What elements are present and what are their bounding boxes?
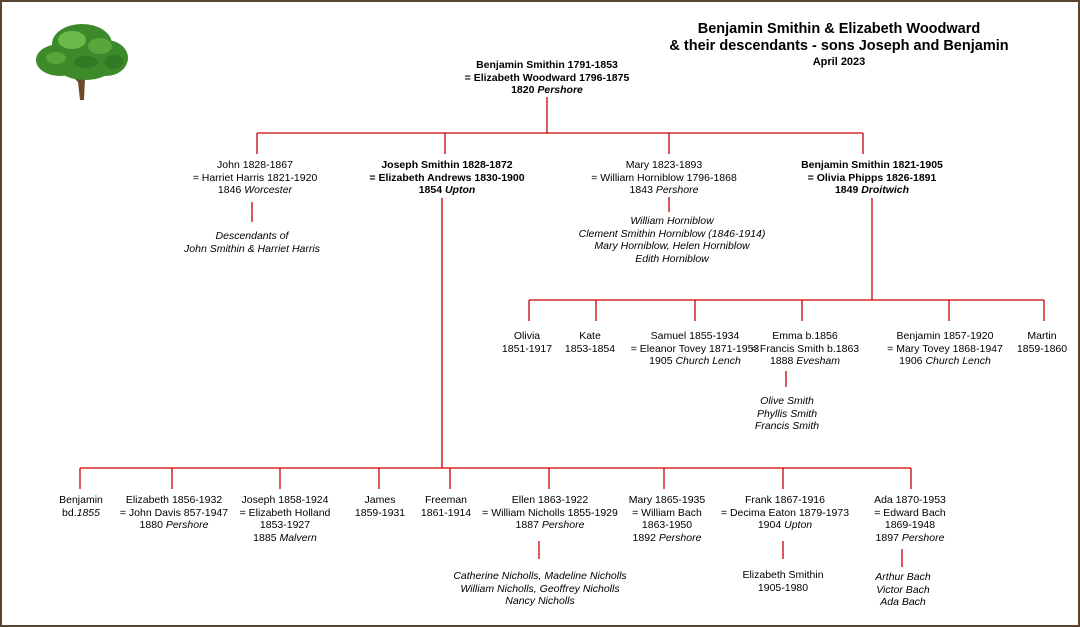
benjamin-spouse: = Olivia Phipps 1826-1891: [807, 171, 937, 184]
john-marriage: 1846 Worcester: [217, 184, 293, 196]
john-names: John 1828-1867: [217, 159, 293, 171]
jc-ada: Ada 1870-1953 = Edward Bach 1869-1948 18…: [874, 494, 946, 544]
jc-james: James 1859-1931: [354, 494, 406, 519]
title-line-1: Benjamin Smithin & Elizabeth Woodward: [697, 21, 981, 37]
benjamin-marriage: 1849 Droitwich: [834, 184, 910, 196]
bc-benjamin: Benjamin 1857-1920 = Mary Tovey 1868-194…: [887, 330, 1003, 367]
ada-children-list: Arthur Bach Victor Bach Ada Bach: [875, 571, 931, 608]
jc-mary: Mary 1865-1935 = William Bach 1863-1950 …: [628, 494, 706, 544]
bc-olivia: Olivia 1851-1917: [501, 330, 553, 355]
mary-node: Mary 1823-1893 = William Horniblow 1796-…: [591, 159, 737, 197]
bc-emma: Emma b.1856 = Francis Smith b.1863 1888 …: [750, 330, 860, 367]
bc-kate: Kate 1853-1854: [564, 330, 616, 355]
john-node: John 1828-1867 = Harriet Harris 1821-192…: [193, 159, 318, 197]
mary-children-list: William Horniblow Clement Smithin Hornib…: [578, 215, 766, 265]
john-spouse: = Harriet Harris 1821-1920: [192, 171, 318, 184]
benjamin-node: Benjamin Smithin 1821-1905 = Olivia Phip…: [801, 159, 943, 197]
chart-title: Benjamin Smithin & Elizabeth Woodward & …: [669, 21, 1008, 69]
bc-martin: Martin 1859-1860: [1016, 330, 1068, 355]
tree-icon: [36, 24, 128, 100]
root-spouse: = Elizabeth Woodward 1796-1875: [464, 71, 630, 84]
title-date: April 2023: [812, 56, 866, 68]
root-marriage: 1820 Pershore: [511, 84, 583, 96]
root-names: Benjamin Smithin 1791-1853: [476, 59, 618, 71]
joseph-names: Joseph Smithin 1828-1872: [381, 159, 513, 171]
jc-benjamin: Benjamin bd.1855: [59, 494, 103, 519]
benjamin-names: Benjamin Smithin 1821-1905: [801, 159, 943, 171]
joseph-marriage: 1854 Upton: [418, 184, 476, 196]
jc-elizabeth: Elizabeth 1856-1932 = John Davis 857-194…: [119, 494, 229, 531]
joseph-node: Joseph Smithin 1828-1872 = Elizabeth And…: [369, 159, 524, 197]
ellen-children-list: Catherine Nicholls, Madeline Nicholls Wi…: [453, 570, 627, 607]
mary-spouse: = William Horniblow 1796-1868: [591, 171, 737, 184]
bc-samuel: Samuel 1855-1934 = Eleanor Tovey 1871-19…: [630, 330, 760, 367]
title-line-2: & their descendants - sons Joseph and Be…: [669, 38, 1009, 54]
frank-child: Elizabeth Smithin 1905-1980: [742, 569, 824, 594]
mary-marriage: 1843 Pershore: [629, 184, 699, 196]
jc-freeman: Freeman 1861-1914: [420, 494, 472, 519]
joseph-spouse: = Elizabeth Andrews 1830-1900: [369, 171, 525, 184]
emma-children-list: Olive Smith Phyllis Smith Francis Smith: [754, 395, 820, 432]
john-descendants-note: Descendants of John Smithin & Harriet Ha…: [184, 230, 320, 255]
jc-ellen: Ellen 1863-1922 = William Nicholls 1855-…: [482, 494, 618, 531]
jc-joseph: Joseph 1858-1924 = Elizabeth Holland 185…: [239, 494, 331, 544]
mary-names: Mary 1823-1893: [625, 159, 703, 171]
jc-frank: Frank 1867-1916 = Decima Eaton 1879-1973…: [720, 494, 850, 531]
root-couple: Benjamin Smithin 1791-1853 = Elizabeth W…: [465, 59, 630, 97]
